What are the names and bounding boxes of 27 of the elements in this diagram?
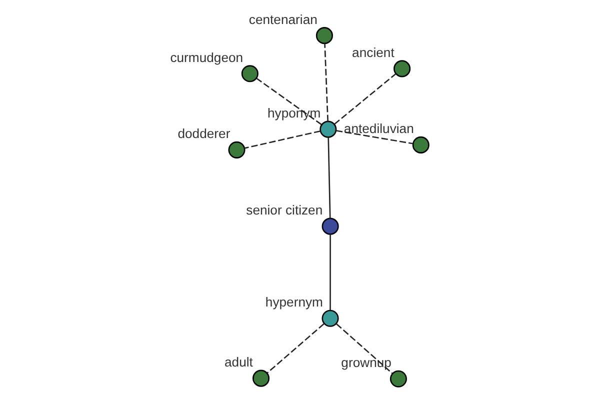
node-circle bbox=[228, 141, 246, 158]
node-circle bbox=[320, 120, 337, 138]
connector bbox=[336, 130, 414, 144]
connector bbox=[324, 44, 329, 122]
node-label: dodderer bbox=[178, 126, 230, 142]
node-circle bbox=[316, 27, 333, 44]
node-label: hypernym bbox=[265, 294, 323, 310]
connector bbox=[336, 323, 393, 374]
node-label: curmudgeon bbox=[170, 50, 244, 65]
connector bbox=[330, 234, 331, 310]
connector bbox=[244, 130, 321, 149]
node-label: senior citizen bbox=[246, 202, 323, 218]
node-circle bbox=[252, 370, 270, 387]
connector bbox=[266, 323, 324, 374]
node-label: grownup bbox=[341, 355, 392, 370]
node-label: centenarian bbox=[248, 12, 318, 27]
node-circle bbox=[390, 370, 407, 388]
node-circle bbox=[412, 136, 430, 154]
node-label: ancient bbox=[352, 44, 394, 60]
node-circle bbox=[322, 310, 339, 327]
connector bbox=[328, 138, 331, 218]
node-label: adult bbox=[224, 354, 253, 370]
node-circle bbox=[322, 218, 339, 235]
node-circle bbox=[394, 60, 411, 78]
node-circle bbox=[241, 65, 258, 82]
node-label: antediluvian bbox=[344, 121, 414, 136]
connector bbox=[334, 73, 396, 125]
